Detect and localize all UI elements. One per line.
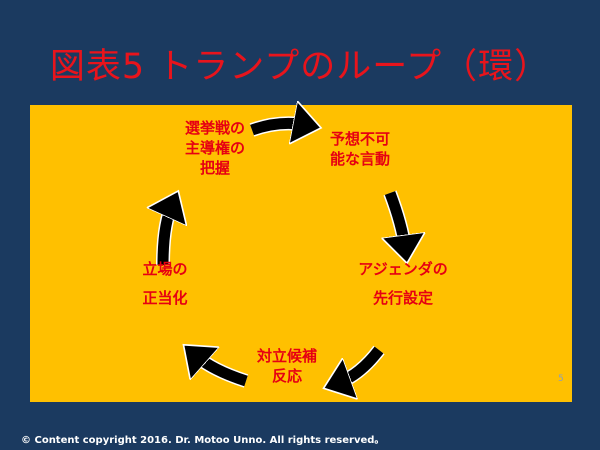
node-line: 正当化	[142, 289, 188, 307]
node-line: 選挙戦の	[184, 119, 245, 137]
node-agenda-setting: アジェンダの 先行設定	[348, 255, 458, 313]
node-line: 把握	[199, 159, 230, 177]
copyright-footer: © Content copyright 2016. Dr. Motoo Unno…	[21, 435, 385, 446]
node-unpredictable-remarks: 予想不可 能な言動	[320, 129, 400, 169]
diagram-panel	[30, 105, 572, 402]
page-number: 5	[558, 374, 564, 384]
node-line: 主導権の	[184, 139, 245, 157]
node-line: 反応	[271, 367, 302, 385]
node-position-justification: 立場の 正当化	[130, 255, 200, 313]
node-line: 先行設定	[372, 289, 433, 307]
node-election-initiative: 選挙戦の 主導権の 把握	[170, 118, 260, 178]
node-line: 予想不可	[329, 130, 390, 148]
arrow-3	[338, 346, 384, 383]
node-opponent-reaction: 対立候補 反応	[247, 346, 327, 386]
arrow-4	[195, 355, 248, 387]
arrow-5	[163, 205, 172, 266]
arrow-2	[390, 191, 405, 248]
arrow-1	[250, 123, 306, 130]
slide-title: 図表5 トランプのループ（環）	[49, 47, 551, 87]
node-line: 立場の	[142, 260, 188, 278]
node-line: 能な言動	[329, 150, 390, 168]
node-line: 対立候補	[256, 347, 317, 365]
node-line: アジェンダの	[358, 260, 448, 278]
